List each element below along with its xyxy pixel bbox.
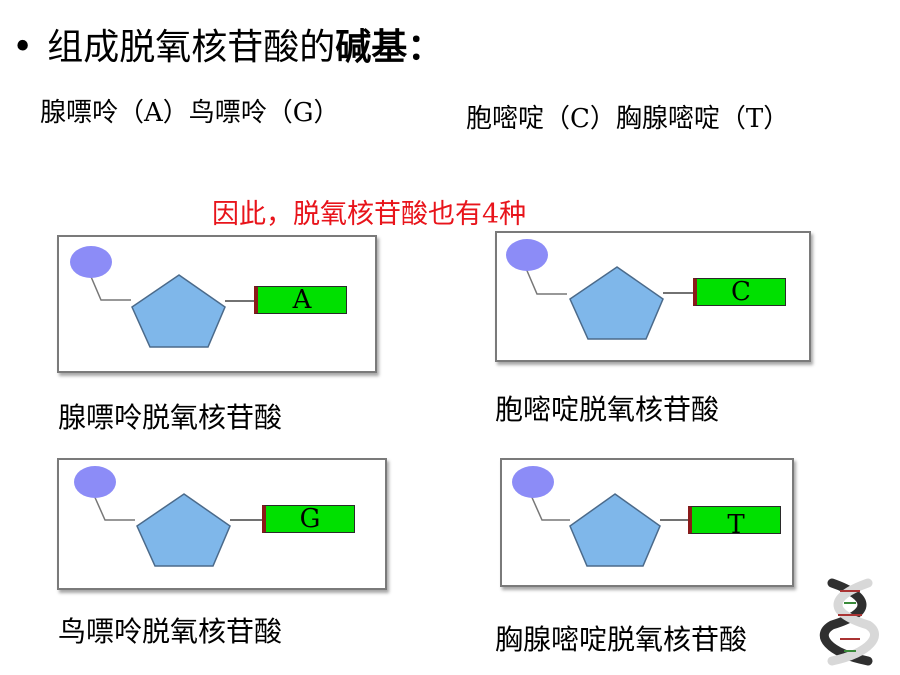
slide-title: • 组成脱氧核苷酸的碱基： <box>12 18 443 70</box>
base-box: A <box>254 286 347 314</box>
deoxyribose-pentagon <box>569 493 661 567</box>
phosphate-circle <box>512 466 554 498</box>
base-box: T <box>688 506 781 540</box>
nucleotide-label-a: 腺嘌呤脱氧核苷酸 <box>58 401 283 434</box>
nucleotide-structure <box>512 466 688 567</box>
title-text: 组成脱氧核苷酸的 <box>47 27 336 68</box>
bases-purines: 腺嘌呤（A）鸟嘌呤（G） <box>40 98 340 128</box>
base-box: G <box>262 505 355 533</box>
phosphate-bond <box>88 271 131 301</box>
deoxyribose-pentagon <box>569 266 664 340</box>
title-colon: ： <box>407 26 444 68</box>
bullet: • <box>12 27 34 68</box>
phosphate-bond <box>92 492 135 521</box>
nucleotide-diagram-c: C <box>495 231 811 362</box>
bases-pyrimidines: 胞嘧啶（C）胸腺嘧啶（T） <box>466 104 790 134</box>
phosphate-bond <box>529 492 570 521</box>
summary-note: 因此，脱氧核苷酸也有4种 <box>212 199 527 230</box>
phosphate-bond <box>524 265 567 295</box>
deoxyribose-pentagon <box>131 274 226 348</box>
phosphate-circle <box>74 466 116 498</box>
nucleotide-label-c: 胞嘧啶脱氧核苷酸 <box>495 393 720 426</box>
phosphate-circle <box>70 246 112 278</box>
title-bold-text: 碱基 <box>335 26 408 68</box>
nucleotide-diagram-a: A <box>57 235 377 373</box>
nucleotide-structure <box>70 246 254 348</box>
base-box: C <box>693 278 786 306</box>
nucleotide-diagram-g: G <box>57 458 387 590</box>
nucleotide-structure <box>506 239 693 340</box>
nucleotide-diagram-t: T <box>500 458 794 587</box>
nucleotide-label-g: 鸟嘌呤脱氧核苷酸 <box>58 615 283 648</box>
phosphate-circle <box>506 239 548 271</box>
deoxyribose-pentagon <box>136 493 231 567</box>
nucleotide-structure <box>74 466 262 567</box>
nucleotide-label-t: 胸腺嘧啶脱氧核苷酸 <box>495 623 748 656</box>
dna-helix-icon <box>819 578 879 666</box>
